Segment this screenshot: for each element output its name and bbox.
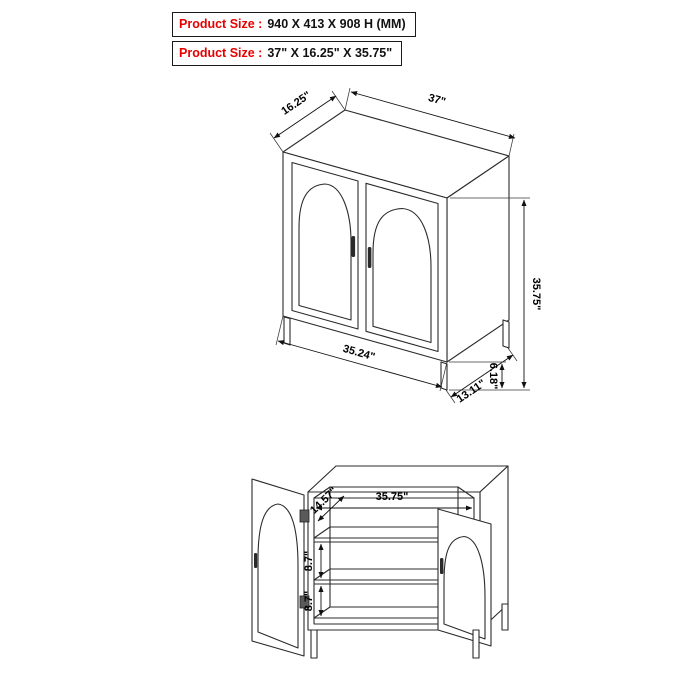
- product-size-mm-box: Product Size : 940 X 413 X 908 H (MM): [172, 12, 416, 37]
- back-right-leg: [501, 603, 509, 631]
- open-right-door: [437, 508, 492, 647]
- open-left-door: [251, 478, 310, 657]
- open-right-door-fluted-arch-glass: [443, 535, 486, 640]
- dim-depth-base: 13.11": [455, 378, 488, 406]
- dimension-line-interior-depth: [317, 495, 345, 522]
- open-right-door-panel: [437, 508, 492, 647]
- dim-width-top: 37": [427, 92, 447, 108]
- open-left-door-handle: [254, 553, 258, 568]
- product-size-inch-value: 37" X 16.25" X 35.75": [267, 46, 393, 60]
- product-size-inch-box: Product Size : 37" X 16.25" X 35.75": [172, 41, 403, 66]
- front-left-leg: [283, 316, 291, 346]
- extension-line: [507, 347, 518, 362]
- extension-line: [269, 132, 284, 153]
- product-size-mm-value: 940 X 413 X 908 H (MM): [267, 17, 406, 31]
- interior-top-right-edge: [457, 486, 475, 499]
- right-door-handle: [367, 247, 372, 268]
- left-door-fluted-arch-glass: [298, 183, 352, 321]
- open-cabinet-legs: [310, 603, 509, 659]
- product-size-mm-label: Product Size :: [179, 17, 263, 31]
- back-right-leg: [502, 319, 510, 349]
- right-door-fluted-arch-glass: [372, 207, 432, 344]
- closed-left-door: [291, 161, 359, 330]
- dimension-line-width-front: [277, 340, 443, 388]
- extension-line: [445, 389, 456, 404]
- open-left-door-arch-glass: [257, 503, 299, 649]
- interior-top-left-edge: [313, 486, 331, 499]
- left-door-panel: [291, 161, 359, 330]
- front-left-leg: [310, 629, 318, 659]
- extension-line: [275, 315, 284, 346]
- dim-shelf-gap-2: 8.7": [303, 591, 315, 612]
- dimension-line-depth-top: [273, 95, 337, 139]
- dimension-line-width-top: [350, 91, 516, 139]
- open-cabinet-top-face: [307, 465, 509, 493]
- dim-depth-top: 16.25": [279, 89, 313, 117]
- open-left-door-panel: [251, 478, 305, 657]
- closed-right-door: [365, 182, 439, 353]
- extension-line: [344, 87, 351, 111]
- door-hinge-bottom: [299, 595, 310, 609]
- front-right-leg: [472, 629, 480, 659]
- dim-interior-width: 35.75": [376, 491, 409, 503]
- open-cabinet-view: 35.75" 14.57" 8.7" 8.7": [251, 465, 509, 659]
- open-right-door-handle: [440, 558, 444, 574]
- dim-height-total: 35.75": [530, 278, 542, 311]
- left-door-handle: [351, 236, 356, 257]
- closed-cabinet-view: 16.25" 37" 35.75" 35.24": [269, 87, 542, 406]
- door-hinge-top: [299, 509, 310, 523]
- shelf-side-edge: [313, 526, 331, 539]
- extension-line: [331, 90, 346, 111]
- dim-shelf-gap-1: 8.7": [303, 551, 315, 572]
- product-size-inch-label: Product Size :: [179, 46, 263, 60]
- dim-leg-height: 6.18": [487, 363, 499, 390]
